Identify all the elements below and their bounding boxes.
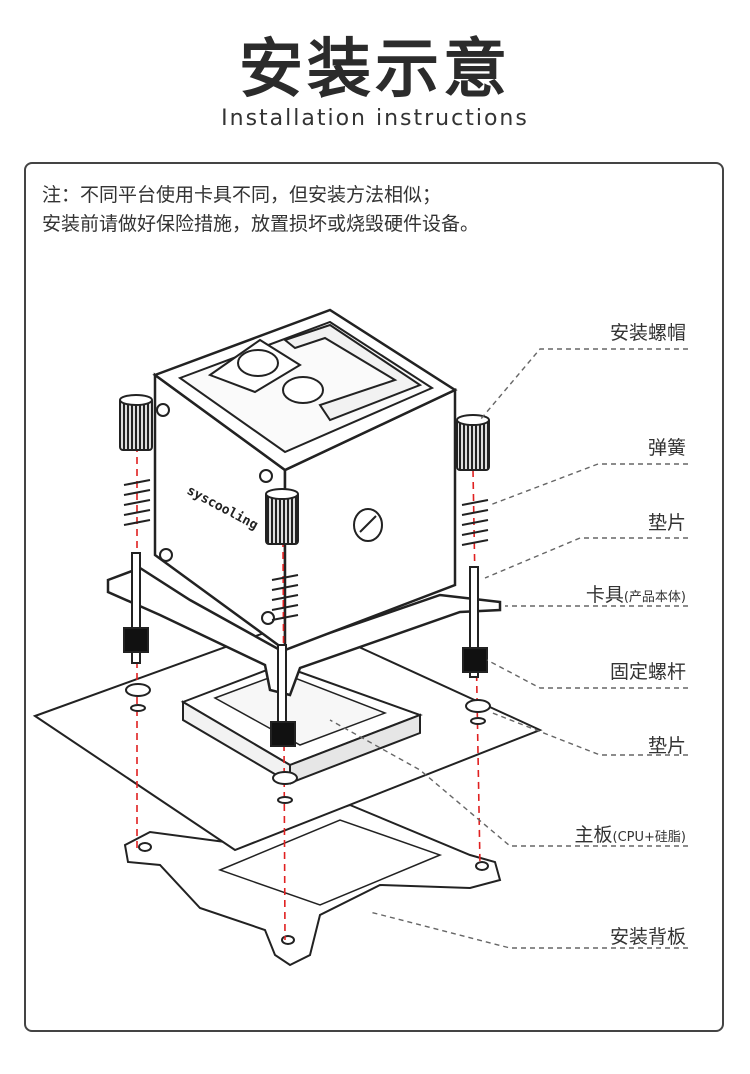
note-line-2: 安装前请做好保险措施，放置损坏或烧毁硬件设备。 xyxy=(42,213,480,235)
label-washer-lower: 垫片 xyxy=(647,735,686,757)
center-screw-stack xyxy=(265,488,299,804)
left-screw-stack xyxy=(119,394,153,712)
instruction-panel xyxy=(24,162,724,1032)
label-bracket: 卡具(产品本体) xyxy=(585,584,686,606)
label-backplate: 安装背板 xyxy=(609,926,686,948)
page-subtitle: Installation instructions xyxy=(221,106,529,131)
label-fixing-stud: 固定螺杆 xyxy=(609,661,686,683)
label-mounting-nut: 安装螺帽 xyxy=(609,322,686,344)
right-screw-stack xyxy=(456,414,491,725)
note-line-1: 注：不同平台使用卡具不同，但安装方法相似； xyxy=(42,184,442,206)
label-motherboard: 主板(CPU+硅脂) xyxy=(574,824,686,846)
page-title: 安装示意 xyxy=(239,33,511,107)
label-washer-upper: 垫片 xyxy=(647,512,686,534)
label-spring: 弹簧 xyxy=(647,437,686,459)
leader-lines xyxy=(329,348,688,949)
cooler-block xyxy=(106,308,502,697)
backplate xyxy=(123,803,502,967)
